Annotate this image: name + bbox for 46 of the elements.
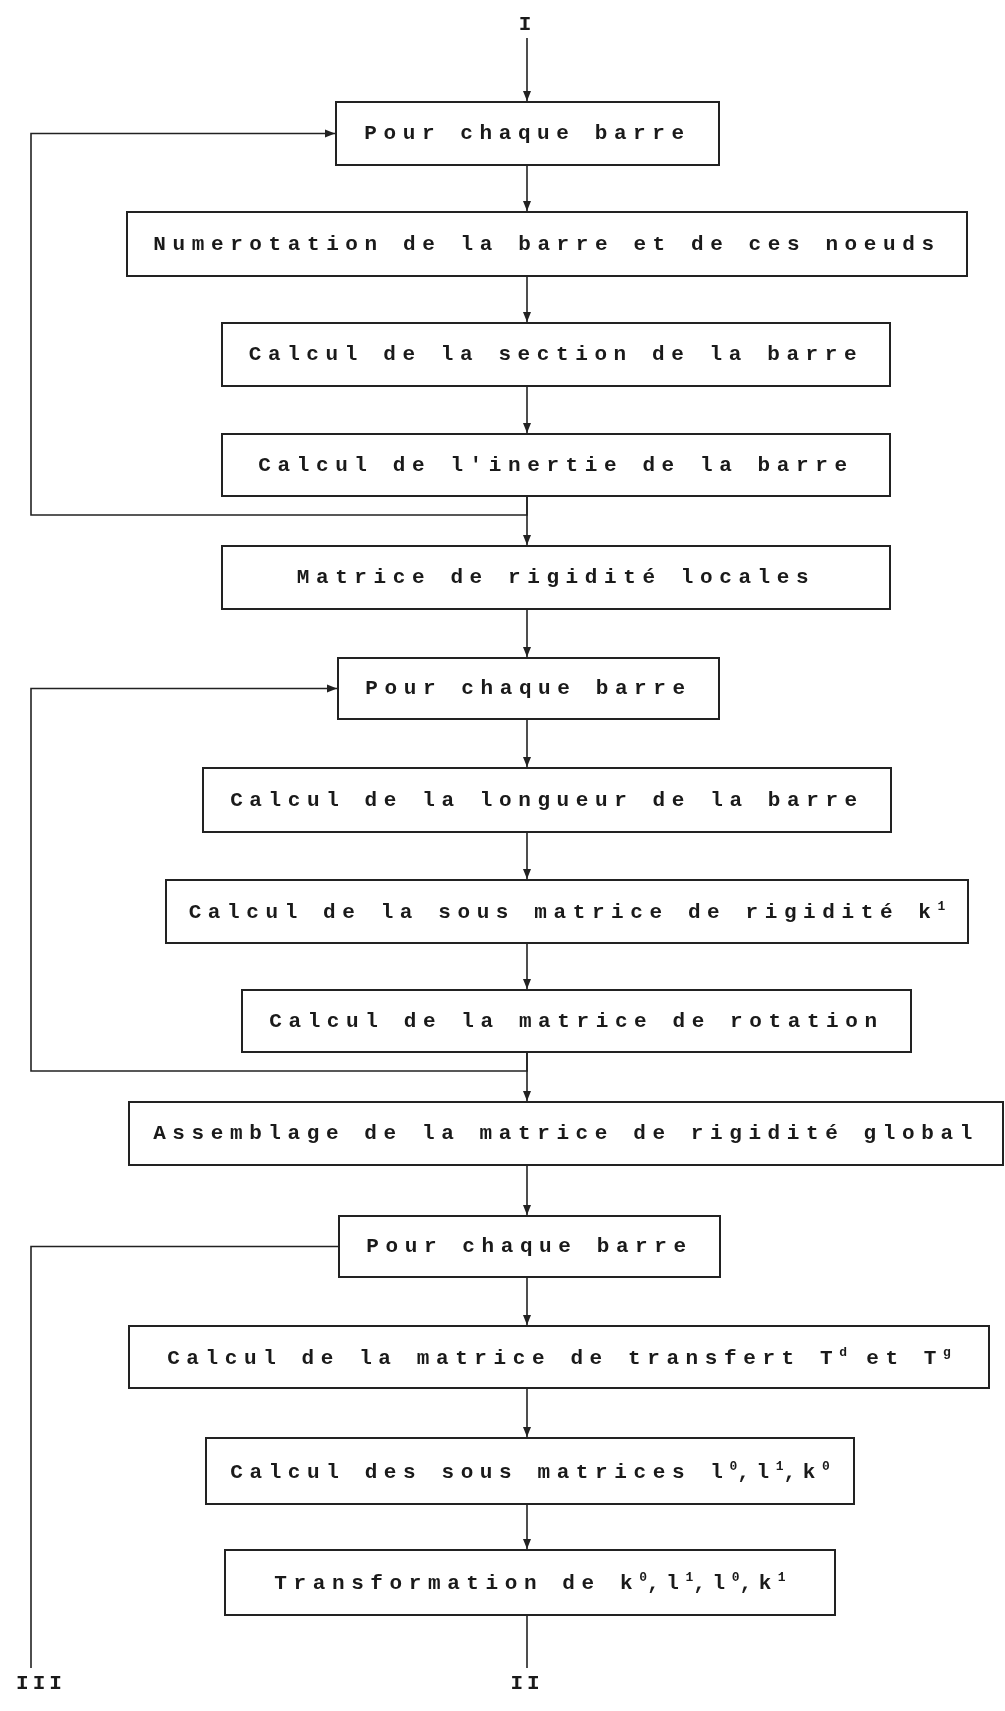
arrow <box>523 609 531 658</box>
connector-label: III <box>16 1671 66 1695</box>
process-box <box>128 1101 1004 1166</box>
arrow <box>523 37 531 102</box>
process-box <box>165 879 969 944</box>
process-box <box>128 1325 990 1389</box>
connector-line <box>526 1615 528 1669</box>
step-text: Calcul des sous matrices l$^{0}$,l$^{1}$,k$^{0}$ <box>230 1458 830 1484</box>
arrow <box>523 1388 531 1438</box>
process-box <box>126 211 968 277</box>
step-text: Pour chaque barre <box>365 677 692 700</box>
process-box <box>221 322 891 387</box>
step-text: Pour chaque barre <box>364 122 691 145</box>
arrow <box>523 165 531 212</box>
arrow <box>30 129 528 516</box>
process-box <box>335 101 720 166</box>
step-text: Calcul de la longueur de la barre <box>230 788 864 812</box>
arrow <box>523 276 531 323</box>
step-text: Calcul de la matrice de rotation <box>269 1009 884 1033</box>
connector-label: I <box>518 12 536 36</box>
arrow <box>523 1277 531 1326</box>
arrow <box>30 684 528 1072</box>
connector-label: II <box>510 1671 544 1695</box>
step-text: Calcul de la sous matrice de rigidité k$^{1}$ <box>188 899 946 924</box>
step-text: Assemblage de la matrice de rigidité global <box>153 1122 979 1145</box>
process-box <box>241 989 912 1053</box>
process-box <box>205 1437 855 1505</box>
arrow <box>523 943 531 990</box>
step-text: Calcul de la matrice de transfert T$^{d}$ et T$^{g}$ <box>167 1344 951 1370</box>
step-text: Transformation de k$^{0}$,l$^{1}$,l$^{0}$,k$^{1}$ <box>274 1570 786 1595</box>
arrow <box>523 719 531 768</box>
arrow <box>523 386 531 434</box>
process-box <box>338 1215 721 1278</box>
process-box <box>337 657 720 720</box>
step-text: Numerotation de la barre et de ces noeuds <box>153 232 941 256</box>
step-text: Pour chaque barre <box>366 1235 693 1258</box>
arrow <box>523 1504 531 1550</box>
step-text: Calcul de la section de la barre <box>248 343 864 366</box>
process-box <box>202 767 892 833</box>
process-box <box>221 545 891 610</box>
arrow <box>523 1165 531 1216</box>
arrow <box>523 832 531 880</box>
step-text: Calcul de l'inertie de la barre <box>258 453 854 477</box>
process-box <box>224 1549 836 1616</box>
process-box <box>221 433 891 497</box>
step-text: Matrice de rigidité locales <box>296 566 816 589</box>
